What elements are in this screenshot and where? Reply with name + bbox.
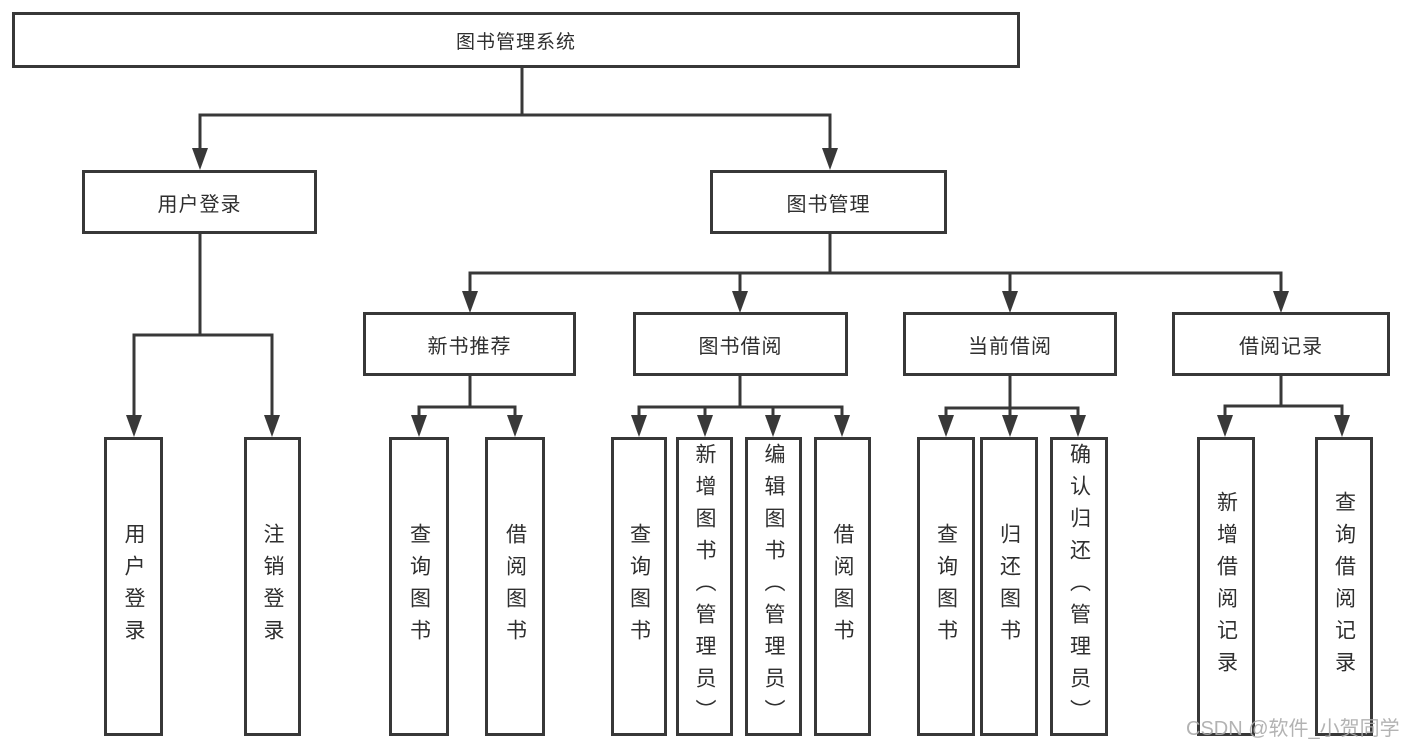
- csdn-watermark: CSDN @软件_小贺同学: [1186, 718, 1400, 740]
- leaf-current-query-books: 查询图书: [917, 437, 975, 736]
- node-root: 图书管理系统: [12, 12, 1020, 68]
- node-current-borrow: 当前借阅: [903, 312, 1117, 376]
- node-book-borrow: 图书借阅: [633, 312, 848, 376]
- node-new-book-recommend: 新书推荐: [363, 312, 576, 376]
- leaf-user-login: 用户登录: [104, 437, 163, 736]
- leaf-current-confirm-return-admin: 确认归还（管理员）: [1050, 437, 1108, 736]
- leaf-borrow-query-books: 查询图书: [611, 437, 667, 736]
- leaf-records-query-record: 查询借阅记录: [1315, 437, 1373, 736]
- leaf-borrow-edit-books-admin: 编辑图书（管理员）: [745, 437, 802, 736]
- leaf-borrow-add-books-admin: 新增图书（管理员）: [676, 437, 733, 736]
- leaf-records-add-record: 新增借阅记录: [1197, 437, 1255, 736]
- connector-currentborrow-to-children: [938, 376, 1086, 437]
- node-book-management: 图书管理: [710, 170, 947, 234]
- leaf-newbooks-query-books: 查询图书: [389, 437, 449, 736]
- connector-records-to-children: [1217, 376, 1350, 437]
- leaf-borrow-borrow-books: 借阅图书: [814, 437, 871, 736]
- node-borrow-records: 借阅记录: [1172, 312, 1390, 376]
- connector-newbooks-to-children: [411, 376, 523, 437]
- connector-mgmt-to-level3: [462, 234, 1289, 313]
- connector-root-to-level2: [192, 68, 838, 170]
- leaf-current-return-books: 归还图书: [980, 437, 1038, 736]
- connector-bookborrow-to-children: [631, 376, 850, 437]
- leaf-newbooks-borrow-books: 借阅图书: [485, 437, 545, 736]
- connector-login-to-children: [126, 234, 280, 437]
- node-user-login: 用户登录: [82, 170, 317, 234]
- leaf-logout: 注销登录: [244, 437, 301, 736]
